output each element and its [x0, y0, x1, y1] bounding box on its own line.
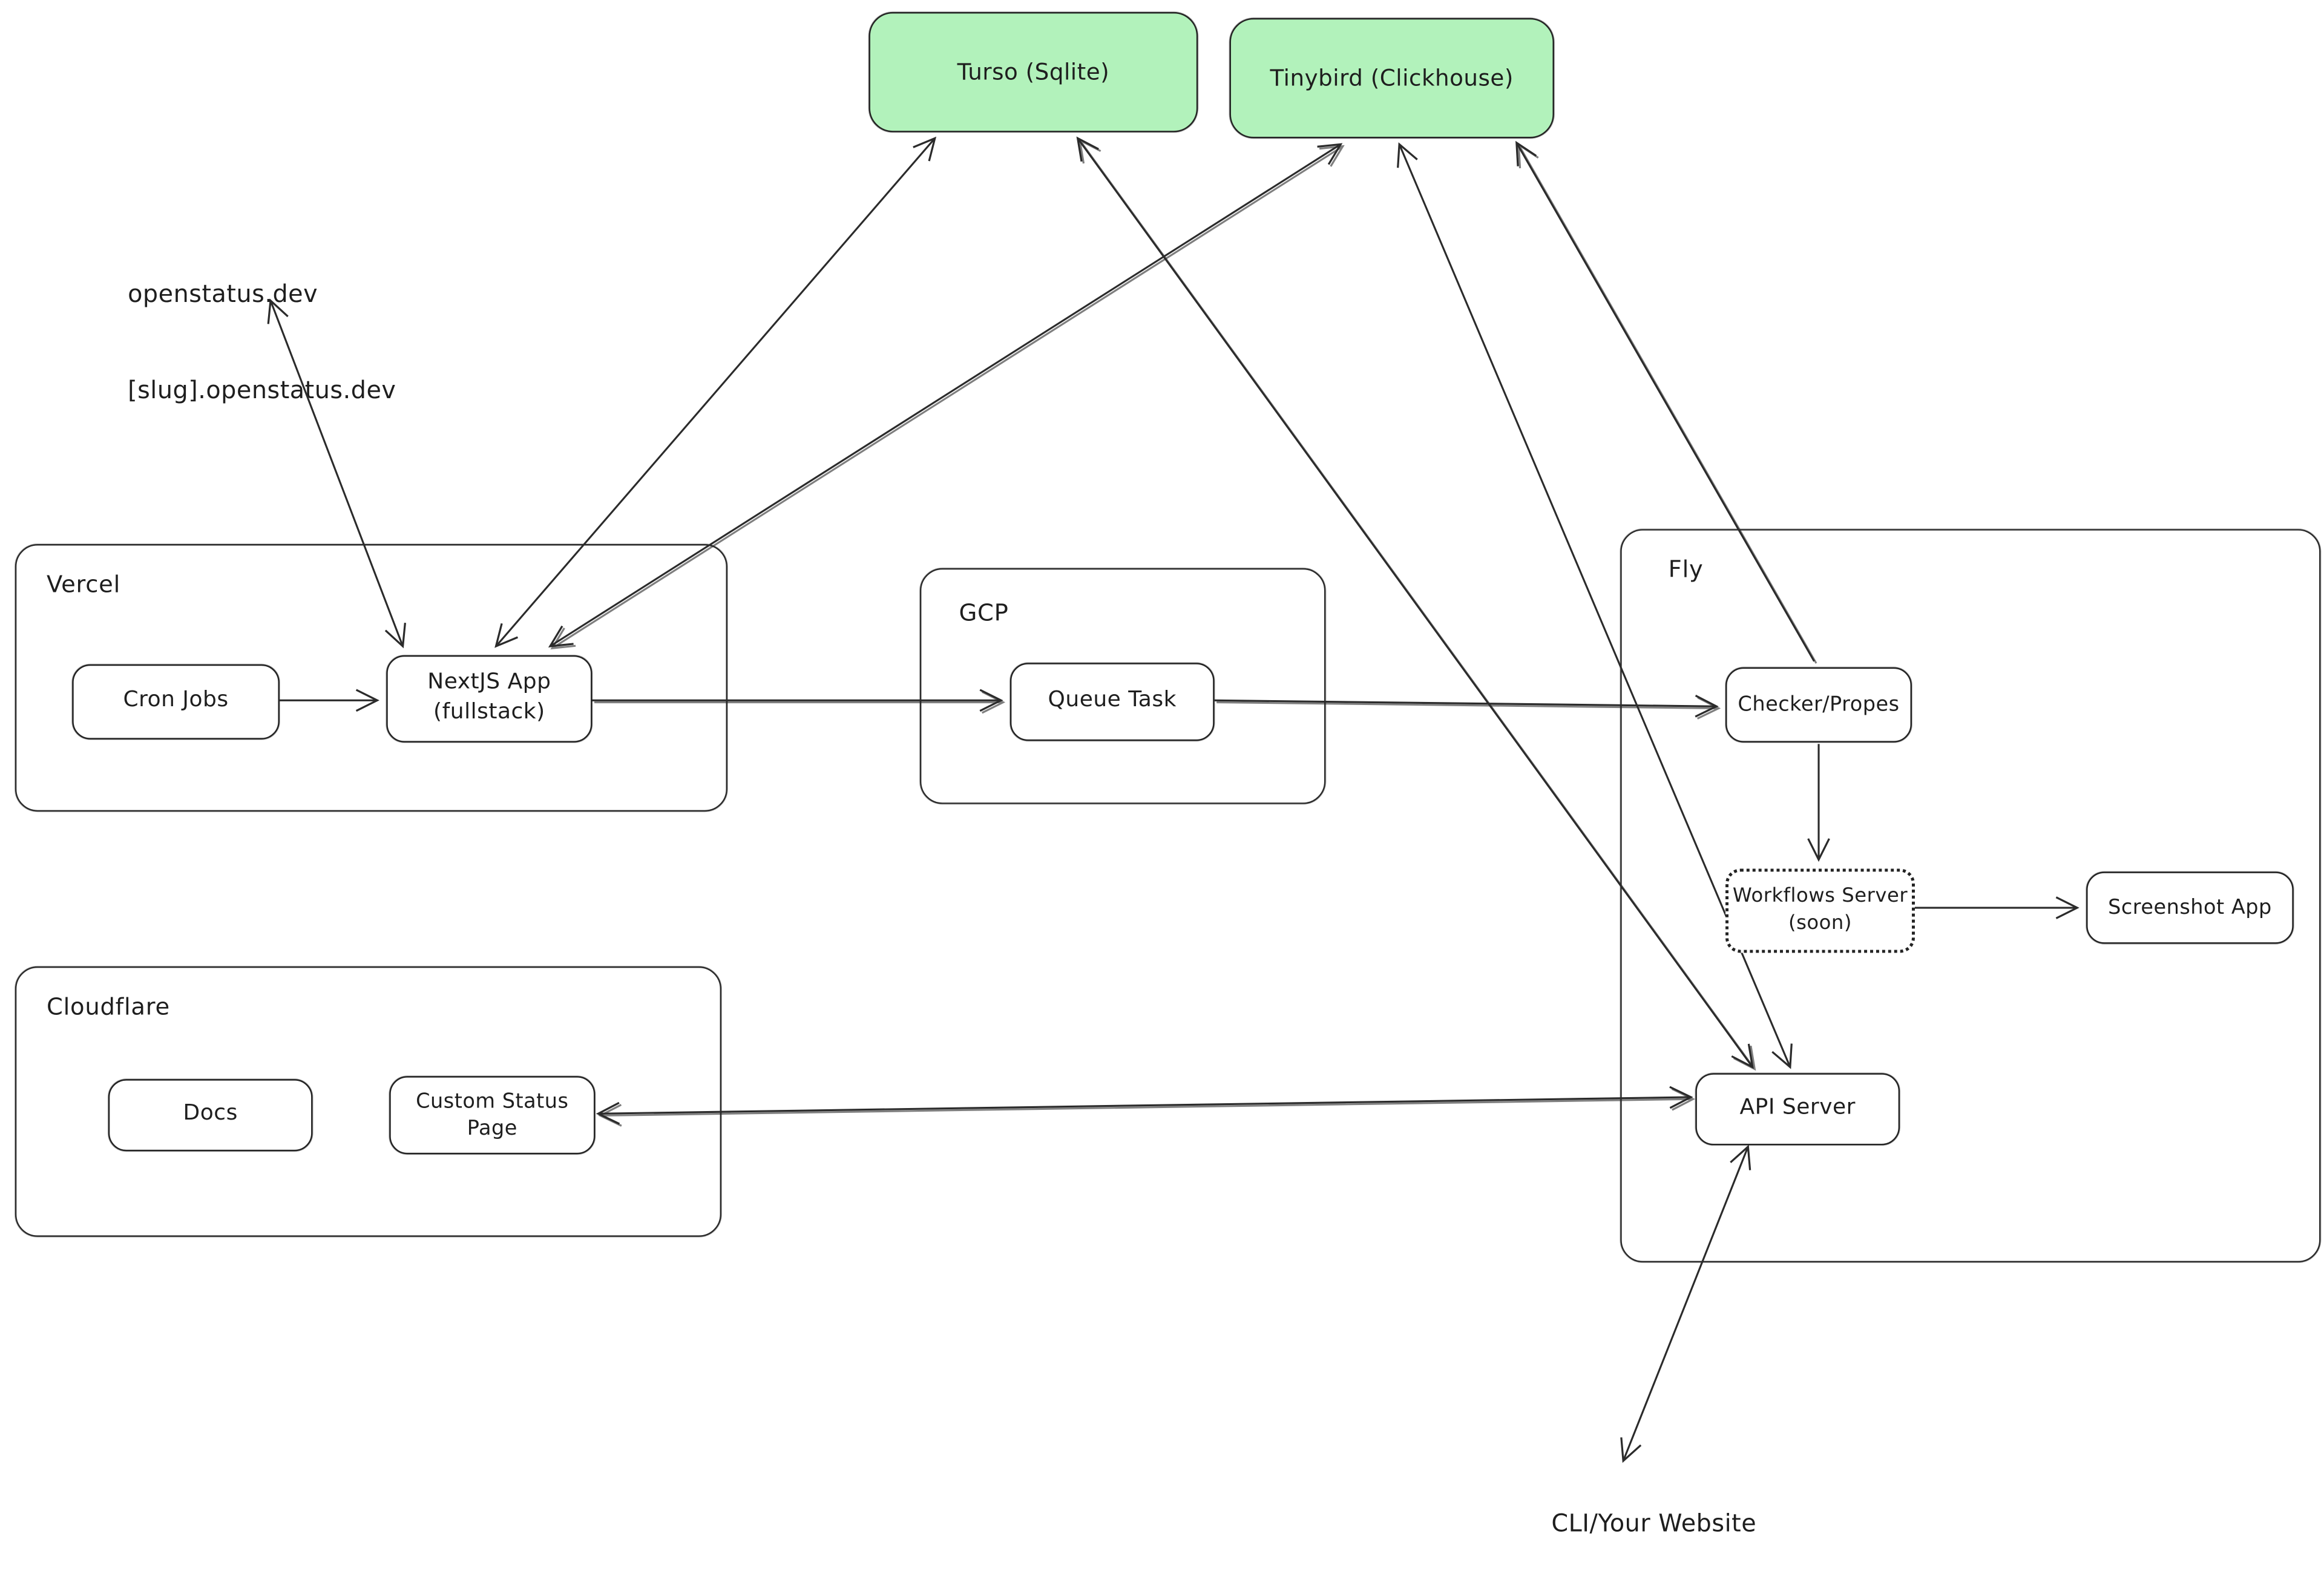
checker-propes-node-label: Checker/Propes — [1738, 692, 1900, 717]
nextjs-app-node: NextJS App (fullstack) — [386, 655, 592, 743]
screenshot-app-node-label: Screenshot App — [2108, 895, 2272, 920]
turso-node-label: Turso (Sqlite) — [957, 58, 1110, 86]
workflows-server-node-label: Workflows Server — [1732, 885, 1908, 909]
custom-status-page-node-label: Custom Status Page — [416, 1089, 569, 1141]
tinybird-node-label: Tinybird (Clickhouse) — [1270, 64, 1514, 92]
docs-node: Docs — [108, 1079, 313, 1152]
arrow-apiserver-statuspage — [596, 1086, 1693, 1125]
docs-node-label: Docs — [183, 1101, 238, 1126]
checker-propes-node: Checker/Propes — [1725, 667, 1912, 743]
arrow-nextjs-tinybird — [550, 145, 1345, 650]
custom-status-page-node: Custom Status Page — [389, 1076, 596, 1155]
tinybird-node: Tinybird (Clickhouse) — [1229, 18, 1554, 139]
workflows-server-node: Workflows Server (soon) — [1725, 868, 1915, 953]
arrow-domains-nextjs — [267, 298, 406, 649]
nextjs-app-node-sublabel: (fullstack) — [433, 700, 545, 725]
vercel-container-label: Vercel — [46, 571, 121, 599]
turso-node: Turso (Sqlite) — [868, 11, 1198, 133]
queue-task-node: Queue Task — [1009, 663, 1215, 741]
cron-jobs-node-label: Cron Jobs — [123, 688, 229, 713]
diagram-canvas: Vercel GCP Fly Cloudflare Turso (Sqlite) — [15, 11, 2321, 1538]
queue-task-node-label: Queue Task — [1048, 688, 1177, 713]
nextjs-app-node-label: NextJS App — [427, 671, 551, 695]
workflows-server-node-sublabel: (soon) — [1788, 912, 1852, 935]
connector-arrows — [267, 136, 2079, 1463]
arrow-turso-apiserver — [1078, 138, 1756, 1071]
arrow-checker-to-tinybird — [1517, 143, 1817, 664]
arrow-apiserver-statuspage — [598, 1087, 1696, 1127]
arrow-nextjs-tinybird — [548, 143, 1343, 648]
api-server-node-label: API Server — [1739, 1096, 1856, 1120]
screenshot-app-node: Screenshot App — [2086, 871, 2294, 944]
cli-annotation-label: CLI/Your Website — [1551, 1509, 1757, 1538]
api-server-node: API Server — [1695, 1073, 1900, 1146]
arrow-apiserver-cli — [1620, 1144, 1751, 1463]
cloudflare-container-label: Cloudflare — [46, 993, 170, 1021]
cron-jobs-node: Cron Jobs — [72, 664, 280, 740]
arrow-nextjs-turso — [494, 136, 937, 648]
